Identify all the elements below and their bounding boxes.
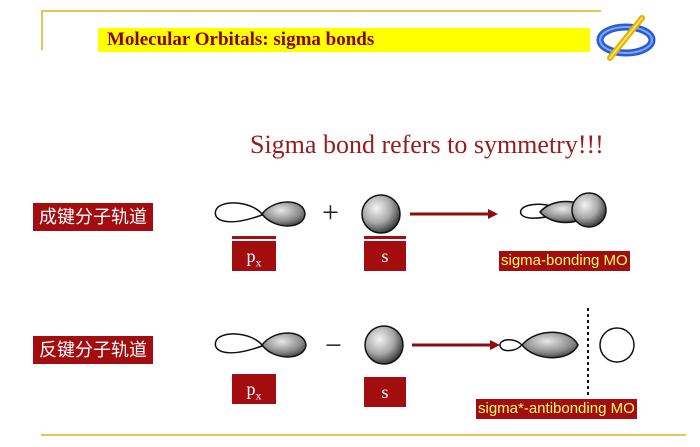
arrow-icon: [412, 340, 500, 350]
antibonding-label: 反键分子轨道: [33, 336, 153, 364]
bonding-mo-icon: [519, 192, 607, 228]
antibonding-mo-label: sigma*-antibonding MO: [476, 399, 637, 419]
p-orbital-icon: [214, 201, 306, 227]
subtitle: Sigma bond refers to symmetry!!!: [250, 130, 604, 159]
minus-operator: −: [325, 329, 342, 362]
bottom-rule: [41, 434, 686, 436]
s-label-2: s: [364, 377, 406, 407]
px-label-1: px: [232, 241, 276, 271]
s-orbital-icon: [361, 194, 401, 234]
s-orbital-icon: [364, 325, 404, 365]
p-orbital-icon: [214, 332, 307, 358]
bonding-mo-label: sigma-bonding MO: [499, 251, 630, 271]
arrow-icon: [410, 209, 498, 219]
logo-icon: [596, 15, 656, 61]
px-underline-1: [232, 236, 276, 239]
s-label-1: s: [364, 241, 406, 271]
plus-operator: +: [322, 196, 339, 229]
bonding-label: 成键分子轨道: [33, 203, 153, 231]
antibonding-mo-icon: [499, 327, 635, 363]
frame-top-rule: [41, 10, 601, 12]
title-highlight: [98, 28, 590, 52]
page-title: Molecular Orbitals: sigma bonds: [107, 29, 375, 50]
s-underline-1: [364, 236, 406, 239]
px-label-2: px: [232, 374, 276, 404]
frame-left-rule: [41, 10, 43, 50]
